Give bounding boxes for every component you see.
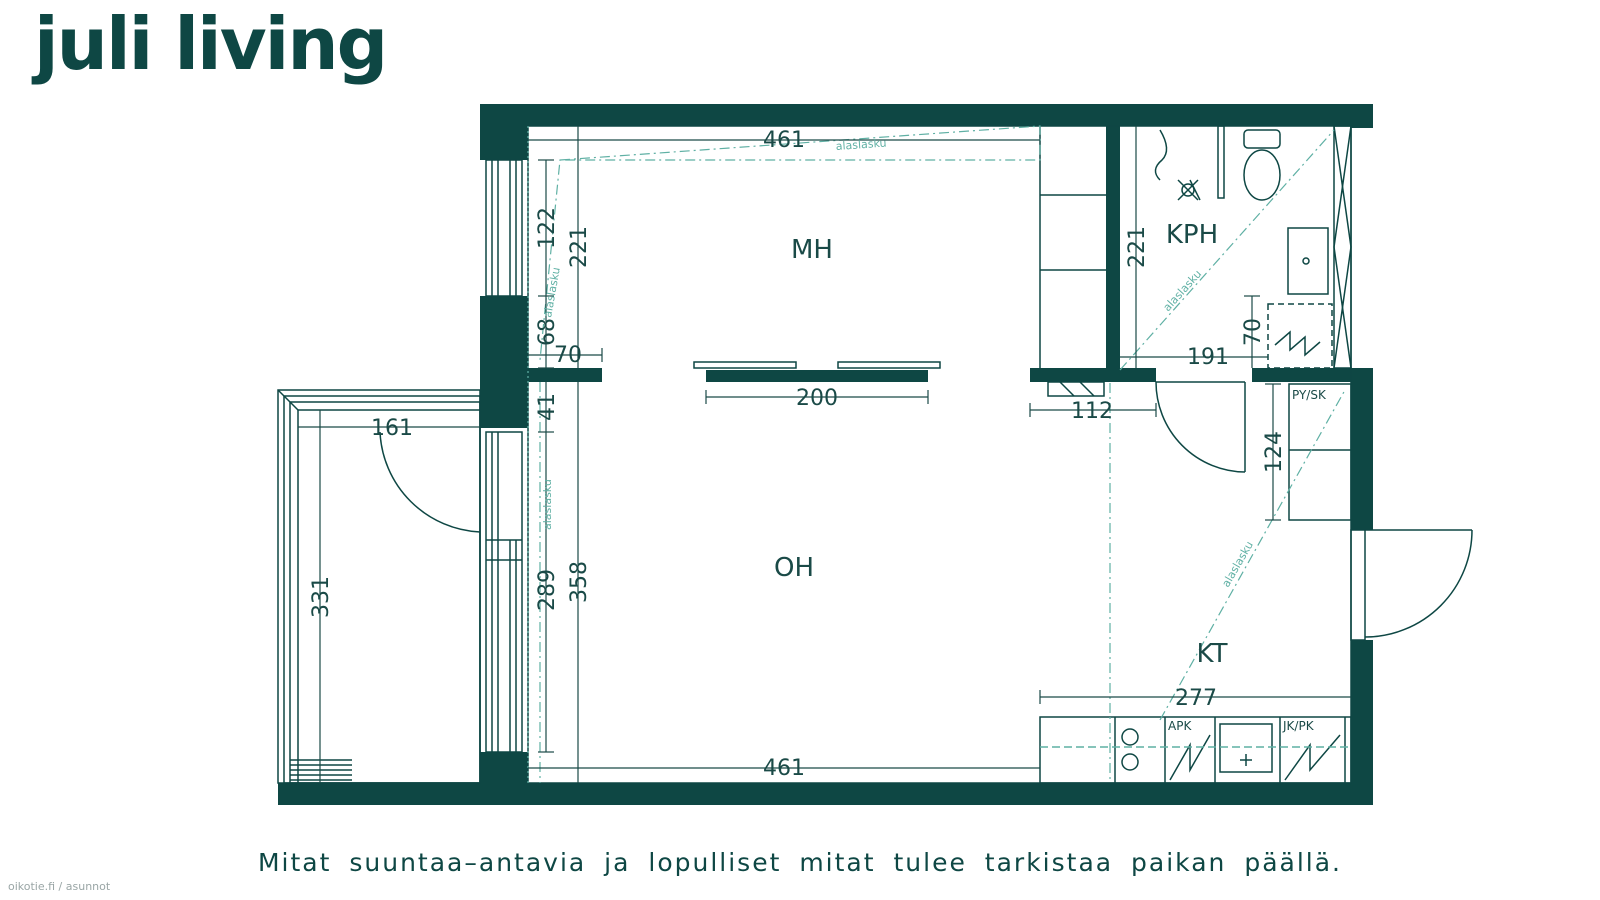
partition-wall [706, 370, 928, 382]
shower-screen [1217, 125, 1225, 199]
dim-kph-191: 191 [1187, 345, 1229, 370]
doors [1047, 381, 1473, 641]
shower-head-icon [1154, 129, 1168, 181]
mh-wall-left [528, 368, 602, 382]
brand-logo: juli living [34, 2, 388, 86]
label-jk-pk: JK/PK [1282, 719, 1315, 733]
dim-kph-221: 221 [1125, 226, 1150, 268]
dim-mh-221: 221 [567, 226, 592, 268]
alaslasku-note-oh: alaslasku [541, 479, 554, 530]
dim-mh-122: 122 [535, 207, 560, 249]
room-label-kph: KPH [1166, 220, 1218, 250]
alaslasku-note-kph: alaslasku [1161, 268, 1205, 314]
dim-bottom-width: 461 [763, 756, 805, 781]
disclaimer-note: Mitat suuntaa–antavia ja lopulliset mita… [257, 848, 1342, 877]
label-apk: APK [1168, 719, 1192, 733]
hob-icon-2 [1121, 753, 1139, 771]
dim-door-112: 112 [1071, 399, 1113, 424]
alaslasku-note-kt: alaslasku [1219, 539, 1256, 590]
kitchen-sink-icon [1219, 723, 1273, 773]
kitchen-fixtures [1039, 383, 1352, 784]
dim-balcony-331: 331 [309, 576, 334, 618]
right-wall-lower [1351, 640, 1373, 805]
left-wall-upper [480, 104, 528, 160]
walls [278, 104, 1373, 805]
dim-mh-68: 68 [535, 318, 560, 346]
partition-panel-left [693, 361, 797, 369]
dim-top-width: 461 [763, 128, 805, 153]
dim-mh-70: 70 [554, 343, 582, 368]
partition-panel-right [837, 361, 941, 369]
dim-kt-124: 124 [1262, 431, 1287, 473]
top-wall [480, 104, 1373, 126]
left-wall-middle [480, 296, 528, 428]
sink-icon [1287, 227, 1329, 295]
dim-oh-289: 289 [535, 569, 560, 611]
left-wall-lower [480, 752, 528, 792]
cabinet-py-sk [1288, 383, 1352, 521]
bottom-wall [278, 783, 1373, 805]
kph-wall-bottom [1106, 368, 1156, 382]
bathroom-fixtures [1154, 125, 1352, 369]
right-wall-mid [1351, 380, 1373, 530]
window-upper [485, 159, 523, 297]
dim-kph-70: 70 [1241, 318, 1266, 346]
alaslasku-note-top: alaslasku [835, 136, 887, 153]
balcony [277, 389, 481, 784]
kph-wall-bottom-right [1252, 368, 1373, 382]
mh-wall-right [1030, 368, 1106, 382]
washer-space [1267, 303, 1333, 369]
alaslasku-lines [527, 125, 1346, 783]
dimension-lines [298, 126, 1351, 783]
hob-icon-1 [1121, 728, 1139, 746]
wall-outlines [527, 125, 1352, 784]
shower-drain-icon [1181, 183, 1195, 197]
kitchen-counter [1039, 716, 1352, 784]
right-wall-upper [1351, 104, 1373, 128]
dim-oh-41: 41 [535, 393, 560, 421]
source-watermark: oikotie.fi / asunnot [8, 880, 111, 893]
label-py-sk: PY/SK [1292, 388, 1327, 402]
kph-wall-vertical [1106, 104, 1120, 370]
dim-oh-358: 358 [567, 561, 592, 603]
toilet-icon [1243, 149, 1281, 201]
room-label-kt: KT [1197, 639, 1228, 669]
alaslasku-note-mh: alaslasku [541, 266, 563, 318]
room-label-mh: MH [791, 235, 833, 265]
window-lower [485, 431, 523, 753]
dim-kitchen-277: 277 [1175, 686, 1217, 711]
dim-partition: 200 [796, 386, 838, 411]
dim-balcony-161: 161 [371, 416, 413, 441]
room-label-oh: OH [774, 553, 814, 583]
